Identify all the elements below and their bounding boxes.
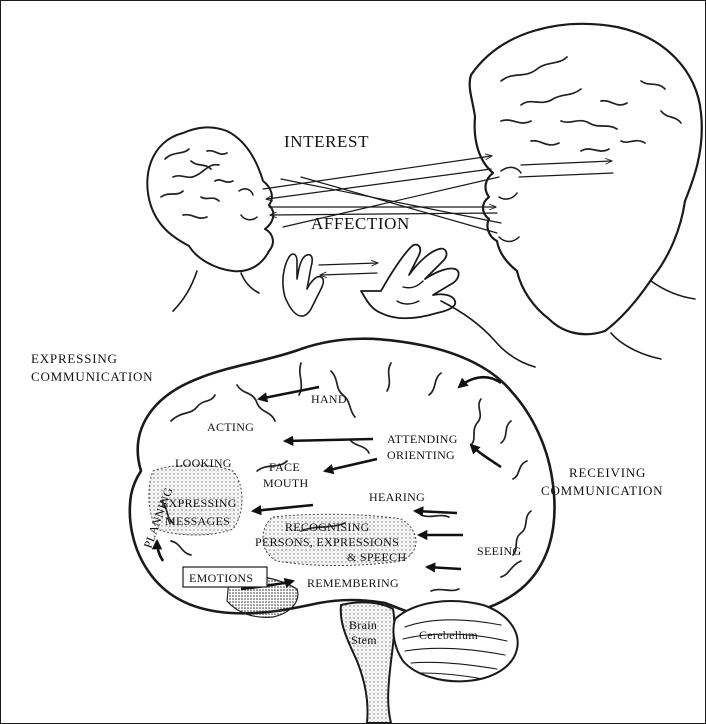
looking-label: LOOKING <box>175 456 232 470</box>
adult-head-illustration <box>470 24 702 359</box>
expressing-communication-line2: COMMUNICATION <box>31 369 153 384</box>
persons-expressions-label: PERSONS, EXPRESSIONS <box>255 535 399 549</box>
emotions-label: EMOTIONS <box>189 571 253 585</box>
receiving-communication-line1: RECEIVING <box>569 465 646 480</box>
hand-label: HAND <box>311 392 347 406</box>
cerebellum-label: Cerebellum <box>419 628 478 642</box>
speech-label: & SPEECH <box>347 550 406 564</box>
brain-stem-label-2: Stem <box>351 633 377 647</box>
attending-label: ATTENDING <box>387 432 458 446</box>
child-hand-illustration <box>283 254 323 316</box>
recognising-label: RECOGNISING <box>285 520 370 534</box>
seeing-label: SEEING <box>477 544 521 558</box>
child-head-illustration <box>147 127 273 311</box>
expressing-messages-label-2: MESSAGES <box>165 514 230 528</box>
affection-label: AFFECTION <box>311 214 410 233</box>
expressing-communication-line1: EXPRESSING <box>31 351 118 366</box>
face-label: FACE <box>269 460 300 474</box>
hearing-label: HEARING <box>369 490 425 504</box>
orienting-label: ORIENTING <box>387 448 455 462</box>
brain-stem-label-1: Brain <box>349 618 377 632</box>
acting-label: ACTING <box>207 420 254 434</box>
remembering-label: REMEMBERING <box>307 576 399 590</box>
interest-label: INTEREST <box>284 132 369 151</box>
receiving-communication-line2: COMMUNICATION <box>541 483 663 498</box>
mouth-label: MOUTH <box>263 476 309 490</box>
